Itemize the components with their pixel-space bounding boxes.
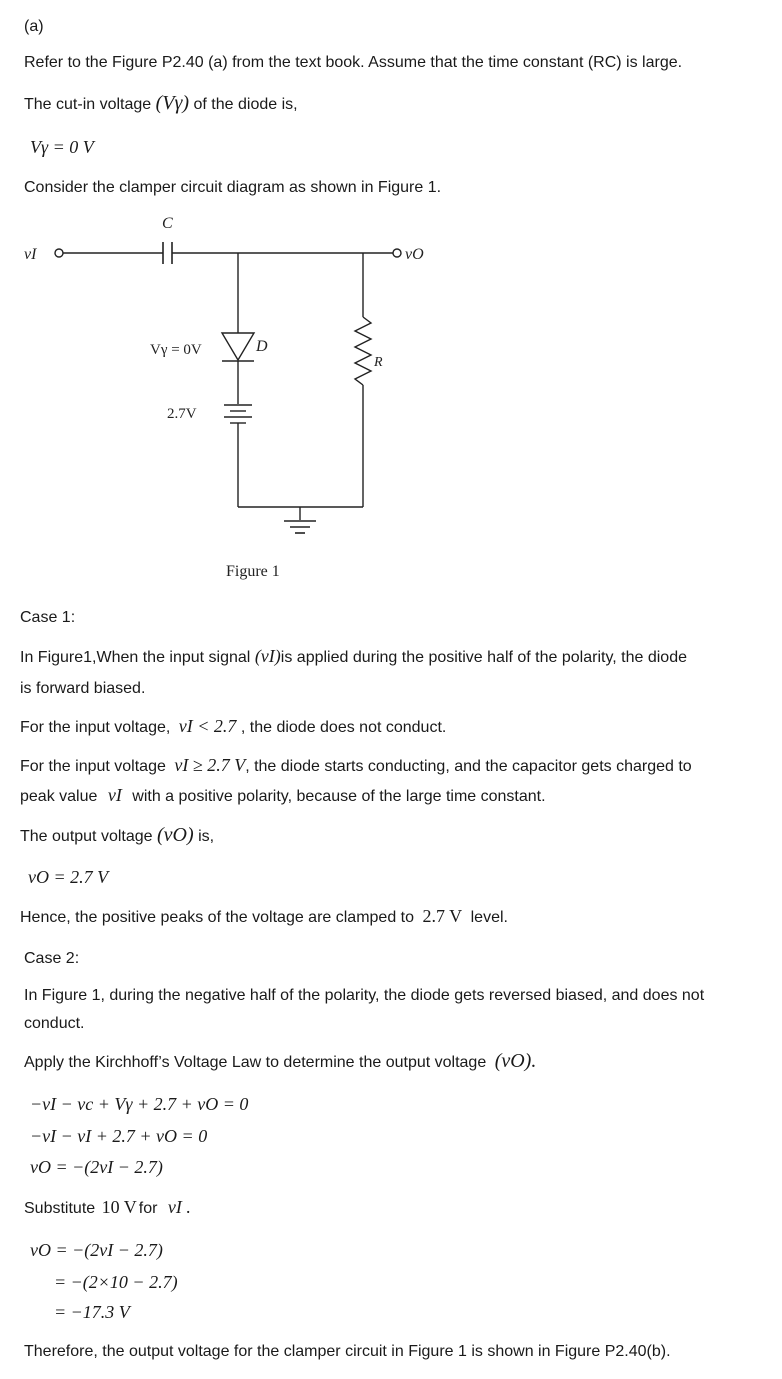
cutin-suffix: of the diode is,: [193, 96, 298, 113]
case1-p3-symbol: vI: [107, 785, 122, 805]
case1-paragraph-1: In Figure1,When the input signal (vI)is …: [20, 646, 687, 668]
case1-p3c: peak value: [20, 788, 98, 805]
resistor-symbol: [353, 316, 373, 386]
equation-cutin: Vγ = 0 V: [30, 137, 94, 157]
case2-sub-b: for: [138, 1200, 158, 1217]
case1-p1-symbol: (vI): [254, 646, 281, 666]
case1-p4b: is,: [198, 828, 215, 845]
case2-equation-2: −vI − vI + 2.7 + vO = 0: [30, 1126, 208, 1146]
ground-symbol: [284, 520, 316, 534]
label-battery: 2.7V: [167, 406, 197, 422]
case1-paragraph-2: For the input voltage, vI < 2.7 , the di…: [20, 716, 446, 738]
label-vi: vI: [24, 246, 37, 263]
label-vgamma: Vγ = 0V: [150, 342, 202, 358]
diode-symbol: [220, 332, 256, 362]
case1-p3d: with a positive polarity, because of the…: [132, 788, 546, 805]
case2-paragraph-1-cont: conduct.: [24, 1015, 85, 1032]
clamper-circuit-diagram: vI C vO Vγ = 0V D R 2.7V Figure 1: [24, 215, 424, 580]
case1-heading: Case 1:: [20, 609, 76, 626]
case1-p3b: , the diode starts conducting, and the c…: [245, 758, 692, 775]
label-c: C: [162, 215, 173, 232]
output-terminal: [392, 248, 402, 258]
cutin-symbol: (Vγ): [155, 92, 190, 114]
label-d: D: [255, 338, 268, 355]
case1-p2a: For the input voltage,: [20, 719, 171, 736]
case1-paragraph-5: Hence, the positive peaks of the voltage…: [20, 906, 508, 928]
intro-paragraph: Refer to the Figure P2.40 (a) from the t…: [24, 54, 683, 71]
case2-sub-symbol: vI .: [167, 1197, 191, 1217]
case1-paragraph-3: For the input voltage vI ≥ 2.7 V, the di…: [20, 755, 692, 777]
input-terminal: [54, 248, 64, 258]
case1-p5b: level.: [470, 909, 508, 926]
case1-p3-equation: vI ≥ 2.7 V: [174, 755, 246, 775]
case1-p5-equation: 2.7 V: [422, 906, 463, 926]
case1-paragraph-1-cont: is forward biased.: [20, 680, 146, 697]
case1-paragraph-4: The output voltage (vO) is,: [20, 825, 214, 847]
case1-p1a: In Figure1,When the input signal: [20, 649, 251, 666]
case2-p2a: Apply the Kirchhoff’s Voltage Law to det…: [24, 1054, 487, 1071]
part-label: (a): [24, 18, 44, 35]
case1-p4a: The output voltage: [20, 828, 153, 845]
conclusion-paragraph: Therefore, the output voltage for the cl…: [24, 1343, 671, 1360]
label-vo: vO: [405, 246, 424, 263]
label-r: R: [373, 355, 383, 370]
case2-sub-equation: 10 V: [101, 1197, 137, 1217]
case2-equation-6: = −17.3 V: [54, 1302, 130, 1322]
case1-p2-equation: vI < 2.7: [178, 716, 237, 736]
battery-symbol: [224, 404, 252, 424]
consider-paragraph: Consider the clamper circuit diagram as …: [24, 179, 442, 196]
case2-equation-1: −vI − vc + Vγ + 2.7 + vO = 0: [30, 1094, 249, 1114]
case2-heading: Case 2:: [24, 950, 80, 967]
case1-p5a: Hence, the positive peaks of the voltage…: [20, 909, 415, 926]
case1-equation: vO = 2.7 V: [28, 867, 109, 887]
case1-paragraph-3-cont: peak value vI with a positive polarity, …: [20, 785, 546, 807]
case2-paragraph-2: Apply the Kirchhoff’s Voltage Law to det…: [24, 1051, 536, 1073]
cutin-text: The cut-in voltage: [24, 96, 152, 113]
figure-caption: Figure 1: [226, 563, 280, 580]
case1-p2b: , the diode does not conduct.: [240, 719, 447, 736]
case2-sub-a: Substitute: [24, 1200, 96, 1217]
case2-p2-symbol: (vO).: [494, 1050, 537, 1072]
case2-equation-5: = −(2×10 − 2.7): [54, 1272, 178, 1292]
case1-p3a: For the input voltage: [20, 758, 166, 775]
case1-p4-symbol: (vO): [157, 824, 194, 846]
case2-equation-3: vO = −(2vI − 2.7): [30, 1157, 163, 1177]
case2-equation-4: vO = −(2vI − 2.7): [30, 1240, 163, 1260]
case2-paragraph-1: In Figure 1, during the negative half of…: [24, 987, 705, 1004]
case1-p1b: is applied during the positive half of t…: [280, 649, 687, 666]
cutin-line: The cut-in voltage (Vγ) of the diode is,: [24, 93, 298, 115]
